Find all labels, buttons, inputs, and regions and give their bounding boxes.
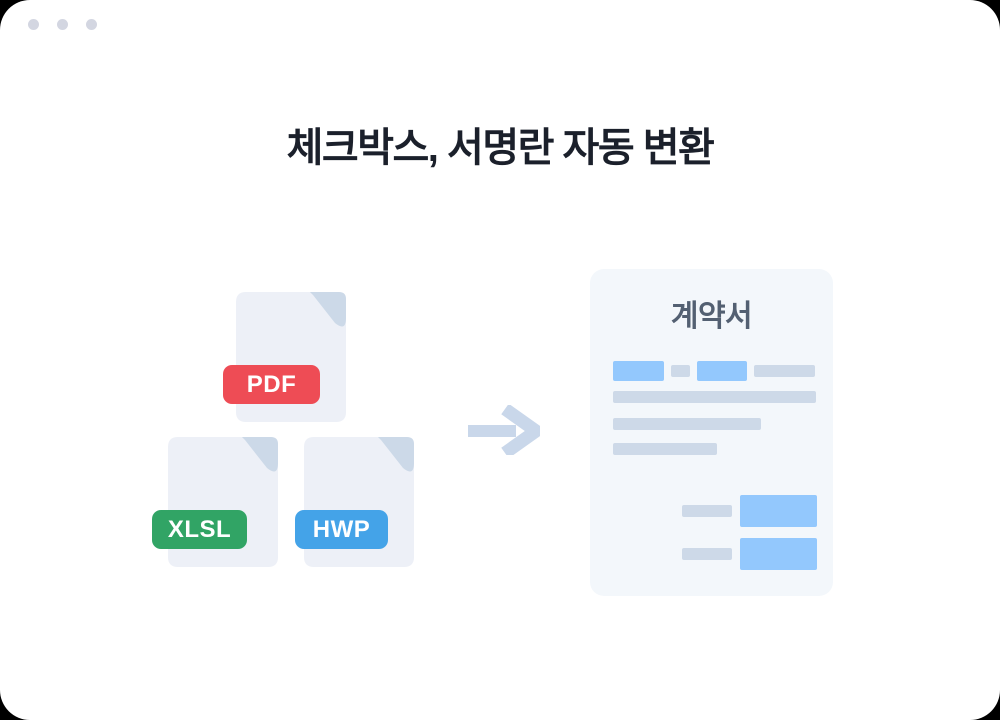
window-dot-icon (57, 19, 68, 30)
window-dot-icon (86, 19, 97, 30)
contract-title: 계약서 (670, 300, 753, 333)
file-card-hwp: HWP (295, 437, 414, 567)
highlight-bar (613, 361, 664, 381)
window-dot-icon (28, 19, 39, 30)
highlight-bar (697, 361, 747, 381)
text-line-bar (613, 391, 816, 403)
document-content-row (613, 361, 815, 381)
page-title: 체크박스, 서명란 자동 변환 (286, 126, 715, 170)
text-line-bar (682, 505, 732, 517)
signature-field-box (740, 538, 817, 570)
file-card-pdf: PDF (223, 292, 346, 422)
result-document: 계약서 (590, 269, 833, 596)
text-line-bar (754, 365, 815, 377)
signature-row (682, 538, 817, 570)
text-line-bar (671, 365, 690, 377)
file-badge-hwp: HWP (295, 510, 388, 549)
signature-field-box (740, 495, 817, 527)
signature-row (682, 495, 817, 527)
file-card-xlsl: XLSL (152, 437, 278, 567)
text-line-bar (613, 418, 761, 430)
file-badge-pdf: PDF (223, 365, 320, 404)
text-line-bar (682, 548, 732, 560)
window-controls (28, 19, 97, 30)
arrow-right-icon (468, 403, 548, 459)
text-line-bar (613, 443, 717, 455)
file-badge-xlsl: XLSL (152, 510, 247, 549)
